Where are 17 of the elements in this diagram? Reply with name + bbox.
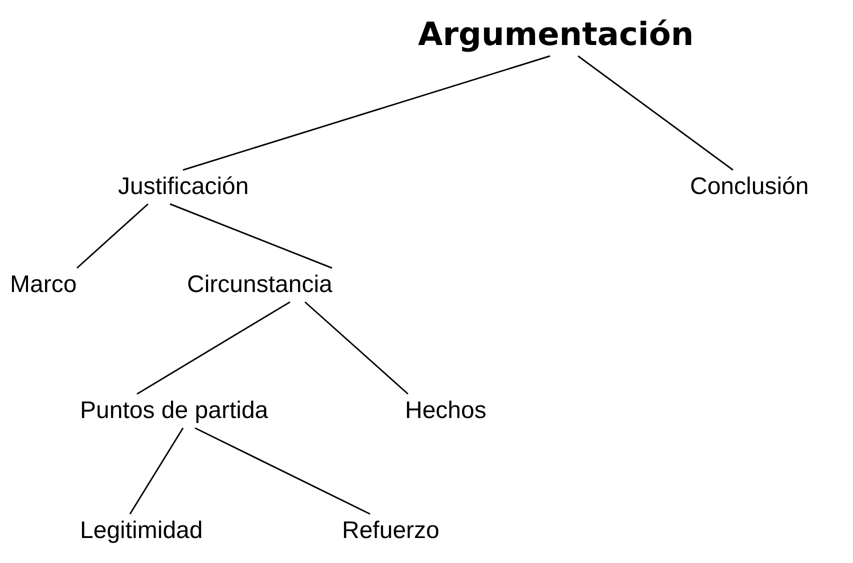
connector-line bbox=[170, 203, 332, 269]
connector-line bbox=[182, 55, 550, 171]
connector-line bbox=[578, 55, 734, 171]
tree-label: Puntos de partida bbox=[80, 396, 268, 426]
connector-line bbox=[304, 301, 408, 395]
root-label: Argumentación bbox=[418, 14, 694, 54]
tree-label: Justificación bbox=[118, 172, 249, 202]
tree-label: Circunstancia bbox=[187, 270, 332, 300]
connector-line bbox=[129, 428, 184, 514]
tree-label: Marco bbox=[10, 270, 77, 300]
connector-line bbox=[136, 301, 290, 395]
connector-line bbox=[76, 203, 148, 269]
tree-label: Hechos bbox=[405, 396, 486, 426]
connector-line bbox=[194, 427, 370, 515]
tree-label: Legitimidad bbox=[80, 516, 203, 546]
tree-label: Conclusión bbox=[690, 172, 809, 202]
tree-label: Refuerzo bbox=[342, 516, 440, 546]
